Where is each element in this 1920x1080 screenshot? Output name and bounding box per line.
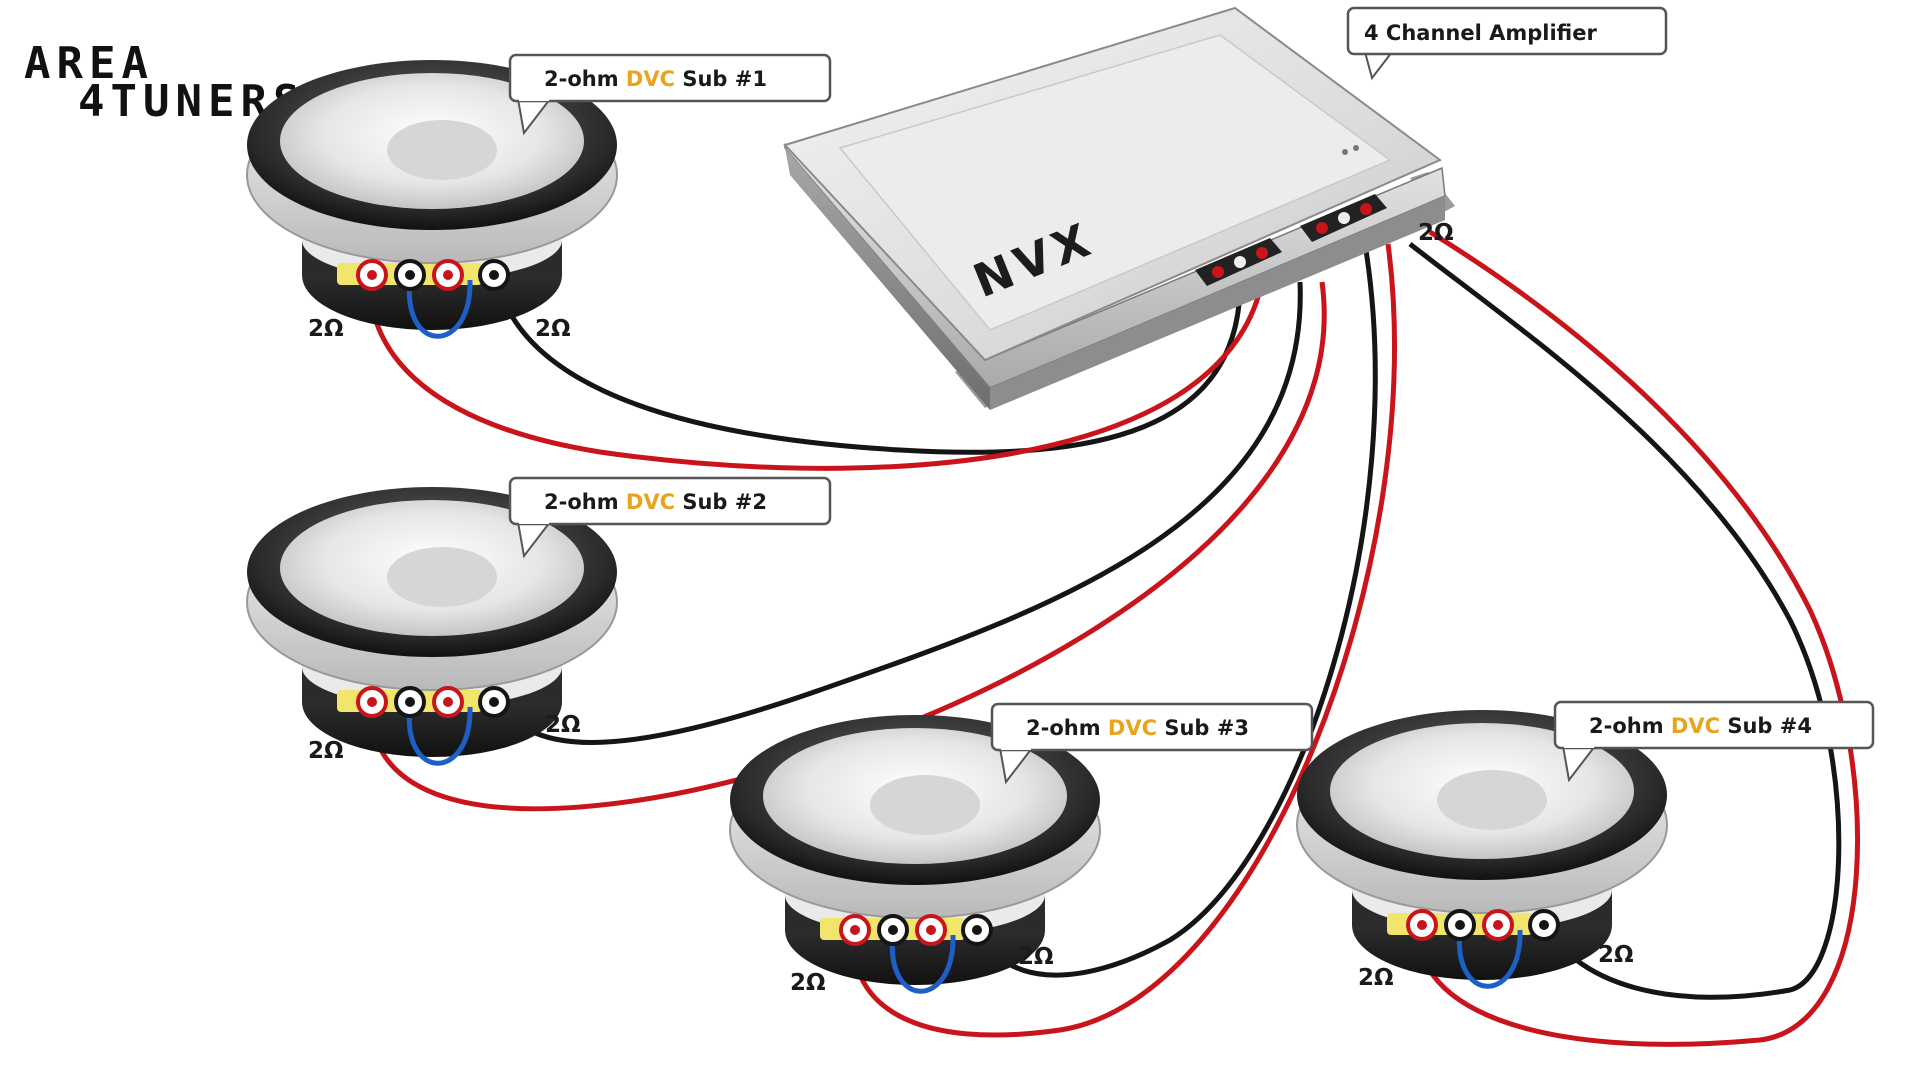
sub3-label-accent: DVC xyxy=(1108,716,1157,740)
sub3-jumper-wire xyxy=(889,934,956,994)
subwoofers: 2Ω 2Ω 2-ohm DVC Sub #1 2Ω 2Ω 2-ohm DVC Sub #2… xyxy=(246,53,1875,996)
sub2-terminal-2-negative xyxy=(394,686,426,718)
sub4-label-accent: DVC xyxy=(1671,714,1720,738)
sub4-negative-wire xyxy=(1408,242,1842,1000)
sub3-terminal-4-negative xyxy=(961,914,993,946)
sub4-label: 2-ohm DVC Sub #4 xyxy=(1589,714,1812,738)
logo-line-1: AREA xyxy=(24,38,154,89)
sub2-dust-cap xyxy=(387,547,497,607)
sub1-label-accent: DVC xyxy=(626,67,675,91)
sub1-positive-wire xyxy=(367,261,1265,471)
sub3-dust-cap xyxy=(870,775,980,835)
sub1-terminal-4-negative xyxy=(478,259,510,291)
amp-label: 4 Channel Amplifier xyxy=(1364,21,1597,45)
sub1-right-ohm-label: 2Ω xyxy=(535,316,571,342)
amp-terminal-block-left xyxy=(1195,238,1282,286)
brand-logo: AREA 4TUNERS xyxy=(24,38,299,127)
amp-top-inset xyxy=(838,34,1392,331)
sub3-left-ohm-label: 2Ω xyxy=(790,970,826,996)
sub4-left-ohm-label: 2Ω xyxy=(1358,965,1394,991)
sub3-negative-wire xyxy=(972,243,1378,978)
sub1-label: 2-ohm DVC Sub #1 xyxy=(544,67,767,91)
sub2-terminal-3-positive xyxy=(432,686,464,718)
sub1-terminal-2-negative xyxy=(394,259,426,291)
sub2: 2Ω 2Ω 2-ohm DVC Sub #2 xyxy=(246,476,832,766)
sub2-right-ohm-label: 2Ω xyxy=(545,712,581,738)
sub1-callout-box xyxy=(508,53,832,103)
sub3-positive-wire xyxy=(850,243,1397,1038)
amp-side-face xyxy=(785,148,990,410)
sub1-left-ohm-label: 2Ω xyxy=(308,316,344,342)
sub2-terminal-4-negative xyxy=(478,686,510,718)
sub2-callout-box xyxy=(508,476,832,526)
amp-led-1 xyxy=(1342,149,1348,155)
amp-callout-pointer xyxy=(1363,51,1395,81)
sub1: 2Ω 2Ω 2-ohm DVC Sub #1 xyxy=(246,53,832,342)
sub1-jumper-wire xyxy=(406,279,473,339)
amp-callout-box xyxy=(1346,6,1668,56)
sub4-right-ohm-label: 2Ω xyxy=(1598,942,1634,968)
sub4-positive-wire xyxy=(1415,229,1860,1047)
sub4-terminal-2-negative xyxy=(1444,909,1476,941)
sub3: 2Ω 2Ω 2-ohm DVC Sub #3 xyxy=(729,702,1314,996)
sub2-label-accent: DVC xyxy=(626,490,675,514)
sub4-terminal-1-positive xyxy=(1406,909,1438,941)
sub3-callout-box xyxy=(990,702,1314,752)
sub2-jumper-wire xyxy=(406,706,473,766)
sub2-label: 2-ohm DVC Sub #2 xyxy=(544,490,767,514)
sub1-terminal-1-positive xyxy=(356,259,388,291)
sub4-callout-box xyxy=(1553,700,1875,750)
sub3-terminal-3-positive xyxy=(915,914,947,946)
sub4: 2Ω 2Ω 2-ohm DVC Sub #4 xyxy=(1296,700,1875,991)
sub4-jumper-wire xyxy=(1456,929,1523,989)
sub1-negative-wire xyxy=(491,261,1243,455)
sub1-dust-cap xyxy=(387,120,497,180)
sub4-terminal-4-negative xyxy=(1528,909,1560,941)
sub3-terminal-1-positive xyxy=(839,914,871,946)
amp-led-2 xyxy=(1353,145,1359,151)
sub4-dust-cap xyxy=(1437,770,1547,830)
sub3-label: 2-ohm DVC Sub #3 xyxy=(1026,716,1249,740)
sub2-negative-wire xyxy=(491,281,1303,745)
sub2-terminal-1-positive xyxy=(356,686,388,718)
speaker-wires xyxy=(367,229,1860,1047)
amp-impedance: 2Ω xyxy=(1418,220,1454,246)
amp-bottom-edge xyxy=(990,196,1445,410)
sub2-left-ohm-label: 2Ω xyxy=(308,738,344,764)
sub3-right-ohm-label: 2Ω xyxy=(1018,944,1054,970)
sub4-terminal-3-positive xyxy=(1482,909,1514,941)
amplifier: NVX 4 Channel Amplifier 2Ω xyxy=(783,6,1668,410)
amp-terminal-block-right xyxy=(1300,194,1387,242)
sub1-terminal-3-positive xyxy=(432,259,464,291)
sub3-terminal-2-negative xyxy=(877,914,909,946)
